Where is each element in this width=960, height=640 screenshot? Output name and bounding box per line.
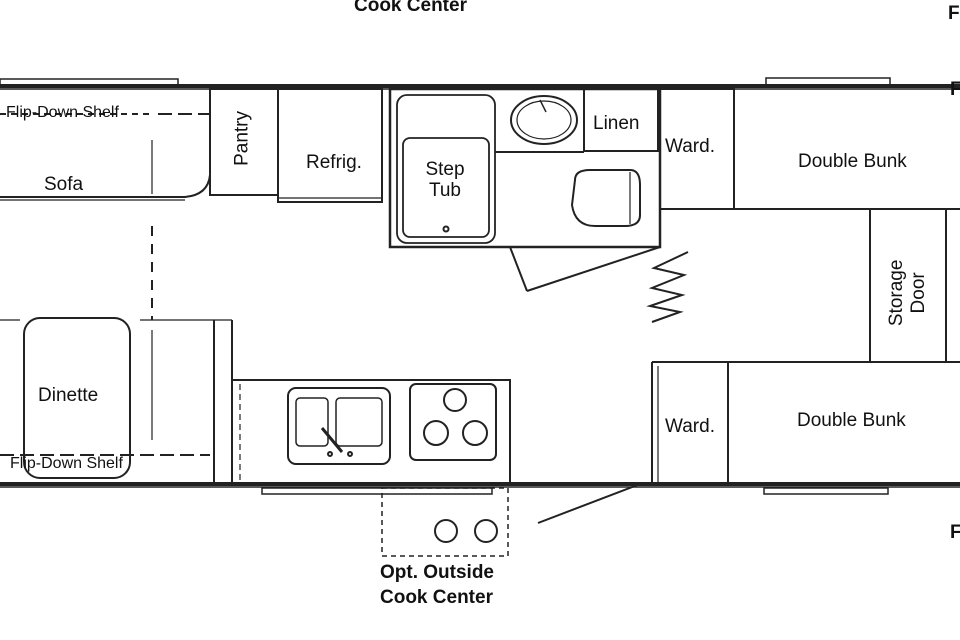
double-bunk-bottom-label: Double Bunk bbox=[797, 410, 906, 431]
cook-center-top-label: Cook Center bbox=[354, 0, 467, 16]
f-top-label: F bbox=[948, 3, 960, 24]
storage-door-label: Storage Door bbox=[886, 259, 929, 327]
outside-cook-center bbox=[381, 487, 509, 557]
ward-top-label: Ward. bbox=[665, 136, 715, 157]
linen-label: Linen bbox=[593, 113, 640, 134]
pantry-refrig bbox=[209, 88, 383, 203]
f-right-bottom-label: F bbox=[950, 522, 960, 543]
step-tub-label: Step Tub bbox=[425, 159, 465, 201]
bottom-bunk-area bbox=[537, 361, 960, 524]
dinette-outline bbox=[0, 317, 233, 484]
cook-center-bottom-label: Cook Center bbox=[380, 587, 493, 608]
outer-walls bbox=[0, 77, 960, 495]
double-bunk-top-label: Double Bunk bbox=[798, 151, 907, 172]
flip-down-shelf-bottom-label: Flip-Down Shelf bbox=[10, 455, 123, 472]
kitchen-counter bbox=[232, 379, 511, 484]
sofa-label: Sofa bbox=[44, 174, 84, 195]
bathroom bbox=[388, 87, 689, 323]
dinette-label: Dinette bbox=[38, 385, 99, 406]
pantry-label: Pantry bbox=[231, 110, 253, 166]
ward-bottom-label: Ward. bbox=[665, 416, 715, 437]
opt-outside-label: Opt. Outside bbox=[380, 562, 494, 583]
refrig-label: Refrig. bbox=[306, 152, 362, 173]
f-right-mid-label: F bbox=[950, 79, 960, 100]
flip-down-shelf-top-label: Flip-Down Shelf bbox=[6, 104, 119, 121]
